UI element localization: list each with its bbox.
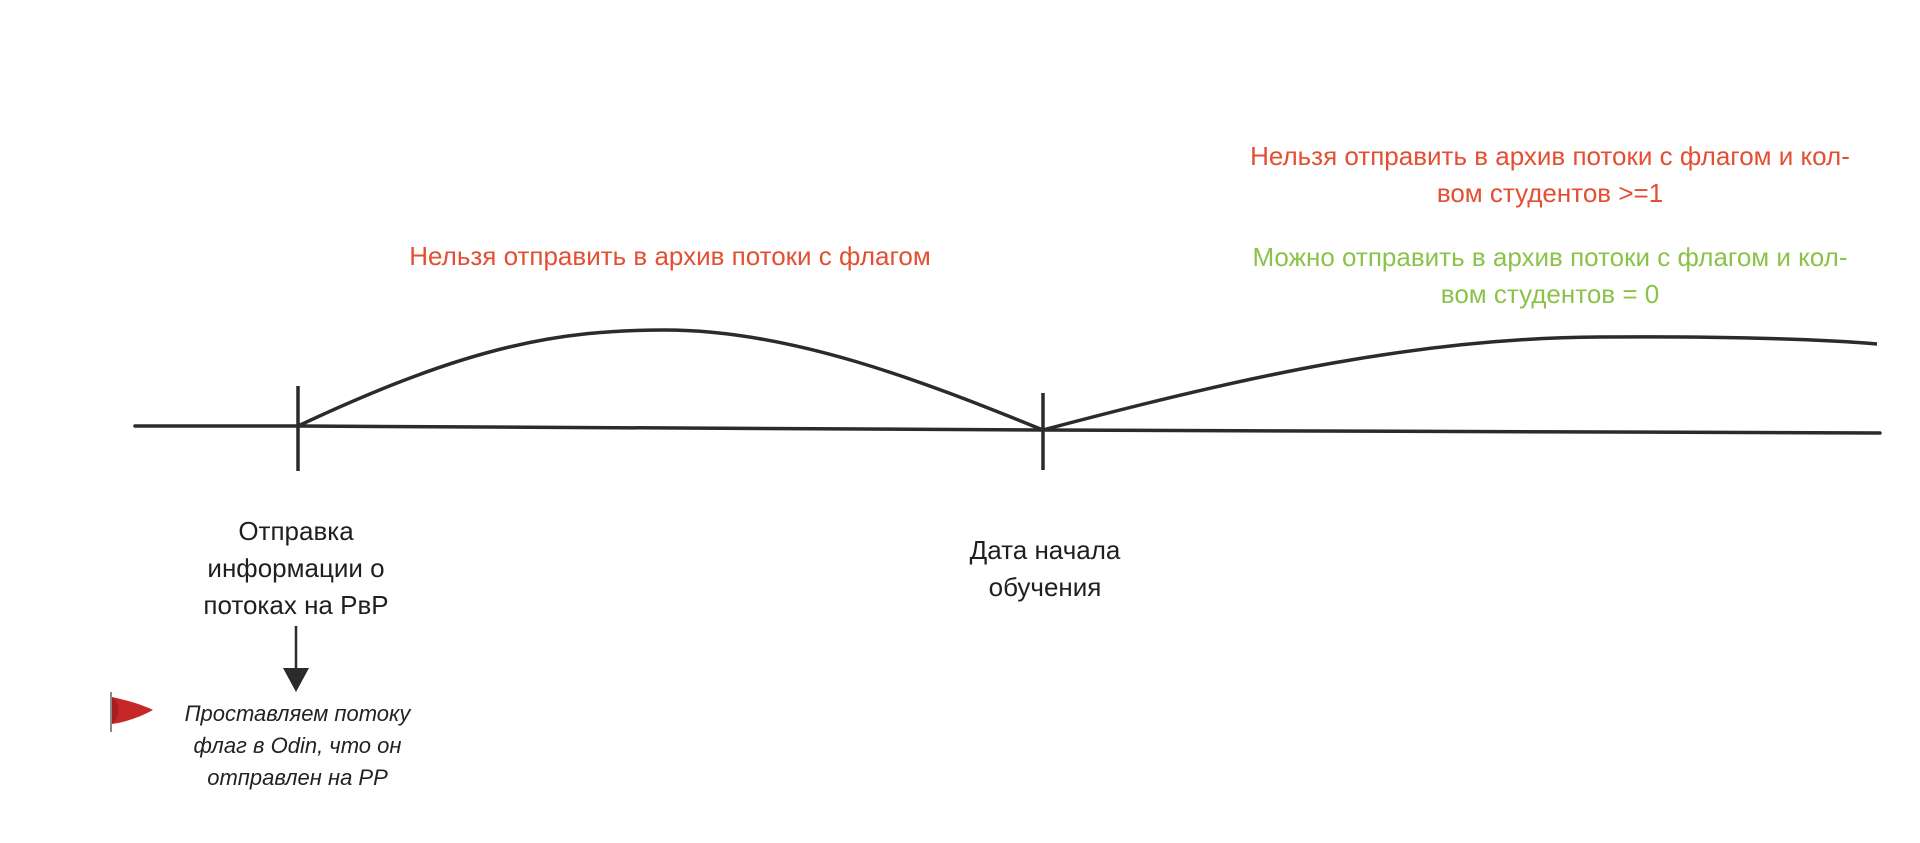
arrow-head-icon [283,668,309,692]
right-period-forbidden-label: Нельзя отправить в архив потоки с флагом… [1250,141,1850,208]
red-flag-icon [110,692,153,732]
left-period-label: Нельзя отправить в архив потоки с флагом [409,241,931,271]
timeline-axis [133,424,1882,435]
right-period-allowed-label: Можно отправить в архив потоки с флагом … [1252,242,1848,309]
flag-note-label: Проставляем потоку флаг в Odin, что он о… [184,701,411,790]
start-date-label: Дата начала обучения [969,535,1121,602]
arc-before-start [297,328,1044,432]
send-info-label: Отправка информации о потоках на РвР [203,516,389,620]
arc-after-start [1042,335,1878,432]
